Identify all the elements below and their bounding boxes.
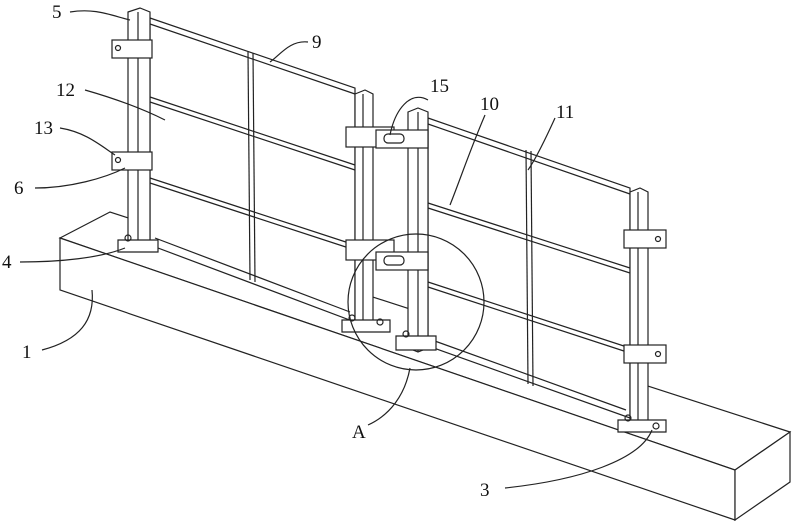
- detail-circle-a: [347, 233, 485, 371]
- label-3: 3: [480, 480, 490, 501]
- label-1: 1: [22, 342, 32, 363]
- label-4: 4: [2, 252, 12, 273]
- label-6: 6: [14, 178, 24, 199]
- label-a: A: [352, 422, 366, 443]
- label-13: 13: [34, 118, 53, 139]
- label-9: 9: [312, 32, 322, 53]
- label-10: 10: [480, 94, 499, 115]
- label-12: 12: [56, 80, 75, 101]
- leader-lines: [19, 10, 653, 489]
- right-fence-panel: [375, 107, 667, 433]
- label-5: 5: [52, 2, 62, 23]
- label-15: 15: [430, 76, 449, 97]
- label-11: 11: [556, 102, 574, 123]
- left-fence-panel: [111, 7, 395, 333]
